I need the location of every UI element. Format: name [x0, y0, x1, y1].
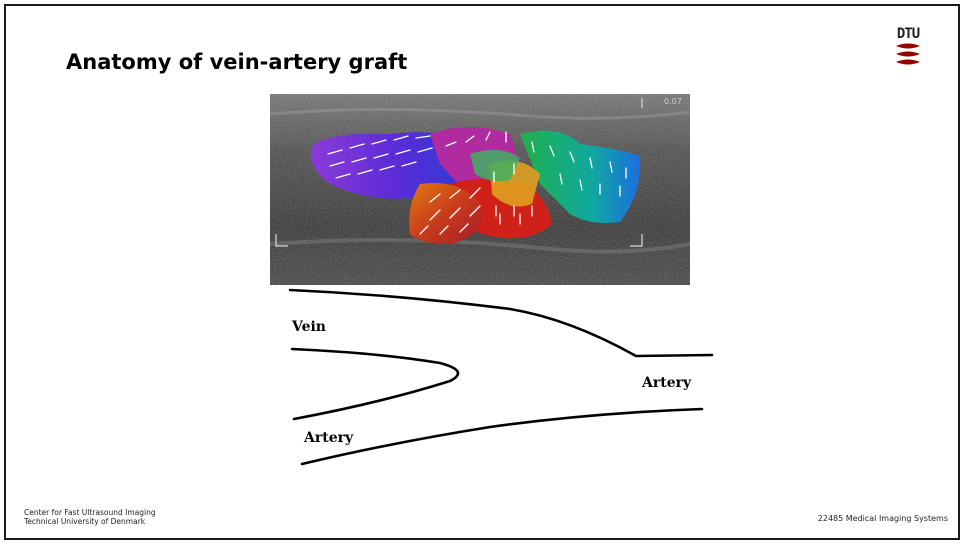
vein-label: Vein	[291, 319, 326, 335]
artery-label-bottom: Artery	[303, 430, 354, 446]
dtu-logo-mark	[890, 42, 926, 70]
footer-course: 22485 Medical Imaging Systems	[818, 514, 948, 523]
ultrasound-vector-flow-image: 0.07	[270, 94, 690, 285]
footer-org-line2: Technical University of Denmark	[24, 517, 156, 526]
artery-label-right: Artery	[641, 375, 692, 391]
dtu-logo: DTU	[890, 26, 926, 74]
slide-title: Anatomy of vein-artery graft	[66, 50, 407, 74]
graft-junction-wall	[292, 349, 458, 419]
image-overlay-text: 0.07	[664, 97, 682, 106]
footer-organization: Center for Fast Ultrasound Imaging Techn…	[24, 508, 156, 526]
dtu-logo-text: DTU	[890, 26, 926, 42]
footer-org-line1: Center for Fast Ultrasound Imaging	[24, 508, 156, 517]
graft-diagram: Vein Artery Artery	[270, 285, 730, 470]
artery-lower-wall	[302, 409, 702, 464]
vein-upper-wall	[290, 290, 712, 356]
